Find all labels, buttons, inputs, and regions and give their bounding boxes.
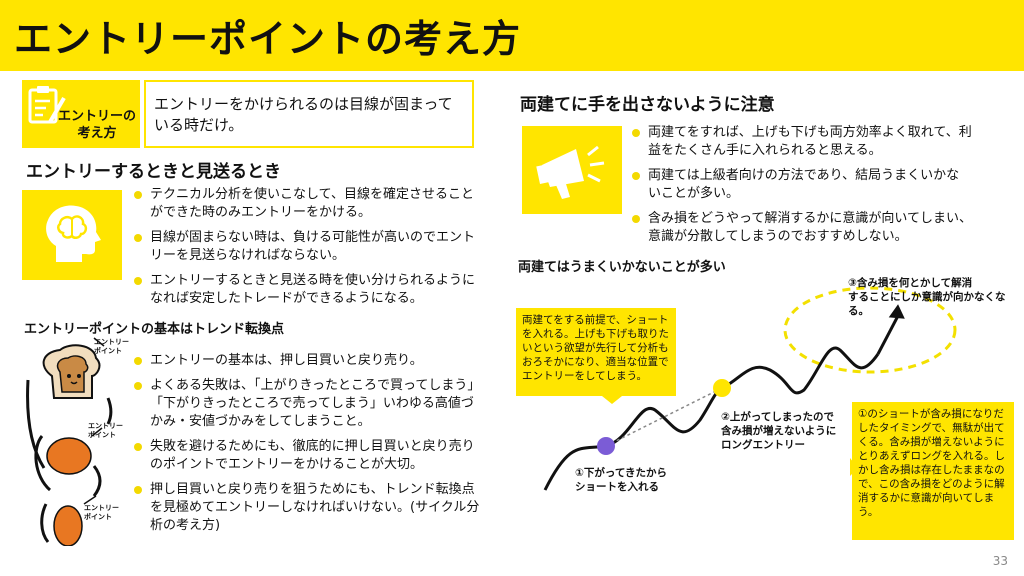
entry-point-label: エントリー ポイント	[88, 422, 123, 440]
entry-point-label-line2: ポイント	[88, 431, 116, 439]
entry-bullets: テクニカル分析を使いこなして、目線を確定させることができた時のみエントリーをかけ…	[134, 186, 479, 315]
note-attention-line2: することにしか意識が向かなくなる。	[848, 291, 1006, 317]
entry-point-label-line2: ポイント	[84, 513, 112, 521]
list-item: 両建ては上級者向けの方法であり、結局うまくいかないことが多い。	[632, 167, 972, 203]
arrow-head-icon	[888, 304, 905, 319]
list-item: よくある失敗は、「上がりきったところで買ってしまう」「下がりきったところで売って…	[134, 377, 484, 431]
entry-dotted-link	[605, 387, 723, 447]
entry-point-label: エントリー ポイント	[94, 338, 129, 356]
list-item: 押し目買いと戻り売りを狙うためにも、トレンド転換点を見極めてエントリーしなければ…	[134, 481, 484, 535]
megaphone-icon	[536, 145, 605, 199]
trend-bullets: エントリーの基本は、押し目買いと戻り売り。 よくある失敗は、「上がりきったところ…	[134, 352, 484, 542]
entry-point-label-line2: ポイント	[94, 347, 122, 355]
entry-point-label: エントリー ポイント	[84, 504, 119, 522]
callout-left-pointer	[602, 396, 622, 404]
list-item: 含み損をどうやって解消するかに意識が向いてしまい、意識が分散してしまうのでおすす…	[632, 210, 972, 246]
concept-text: エントリーをかけられるのは目線が固まっている時だけ。	[144, 80, 474, 148]
note-long-line1: ②上がってしまったので	[721, 411, 834, 423]
list-item: エントリーするときと見送る時を使い分けられるようになれば安定したトレードができる…	[134, 272, 479, 308]
list-item: 目線が固まらない時は、負ける可能性が高いのでエントリーを見送らなければならない。	[134, 229, 479, 265]
note-long-line3: ロングエントリー	[721, 439, 805, 451]
diagram-title: 両建てはうまくいかないことが多い	[518, 260, 726, 275]
note-long-entry: ②上がってしまったので 含み損が増えないように ロングエントリー	[721, 410, 836, 452]
title-banner: エントリーポイントの考え方	[0, 0, 1024, 71]
note-attention-line1: ③含み損を何とかして解消	[848, 277, 973, 289]
list-item: 両建てをすれば、上げも下げも両方効率よく取れて、利益をたくさん手に入れられると思…	[632, 124, 972, 160]
attention-ellipse	[783, 286, 957, 374]
brain-head-icon	[46, 205, 101, 262]
price-path-arrow	[876, 311, 902, 355]
callout-left: 両建てをする前提で、ショートを入れる。上げも下げも取りたいという欲望が先行して分…	[516, 308, 676, 396]
list-item: テクニカル分析を使いこなして、目線を確定させることができた時のみエントリーをかけ…	[134, 186, 479, 222]
list-item: エントリーの基本は、押し目買いと戻り売り。	[134, 352, 484, 370]
section-hedge-title: 両建てに手を出さないように注意	[520, 95, 775, 115]
entry-point-label-line1: エントリー	[88, 422, 123, 430]
long-entry-dot	[713, 379, 731, 397]
bread-cycle-illustration	[26, 337, 113, 546]
entry-point-label-line1: エントリー	[94, 338, 129, 346]
note-short-line2: ショートを入れる	[575, 481, 659, 493]
entry-point-label-line1: エントリー	[84, 504, 119, 512]
note-long-line2: 含み損が増えないように	[721, 425, 837, 437]
short-entry-dot	[597, 437, 615, 455]
note-attention: ③含み損を何とかして解消 することにしか意識が向かなくなる。	[848, 276, 1024, 318]
list-item: 失敗を避けるためにも、徹底的に押し目買いと戻り売りのポイントでエントリーをかける…	[134, 438, 484, 474]
note-short-line1: ①下がってきたから	[575, 467, 668, 479]
page-title: エントリーポイントの考え方	[14, 17, 522, 61]
section-entry-title: エントリーするときと見送るとき	[26, 162, 281, 182]
concept-icon-box	[22, 80, 140, 148]
megaphone-icon-box	[522, 126, 622, 214]
concept-label-line1: エントリーの	[58, 109, 137, 124]
callout-right: ①のショートが含み損になりだしたタイミングで、無駄が出てくる。含み損が増えないよ…	[852, 402, 1014, 540]
brain-icon-box	[22, 190, 122, 280]
note-short-entry: ①下がってきたから ショートを入れる	[575, 466, 667, 494]
hedge-bullets: 両建てをすれば、上げも下げも両方効率よく取れて、利益をたくさん手に入れられると思…	[632, 124, 972, 253]
clipboard-pen-icon	[28, 86, 66, 124]
concept-label: エントリーの 考え方	[58, 108, 136, 142]
page-number: 33	[992, 554, 1008, 568]
concept-label-line2: 考え方	[77, 126, 117, 141]
section-trend-title: エントリーポイントの基本はトレンド転換点	[24, 322, 285, 337]
